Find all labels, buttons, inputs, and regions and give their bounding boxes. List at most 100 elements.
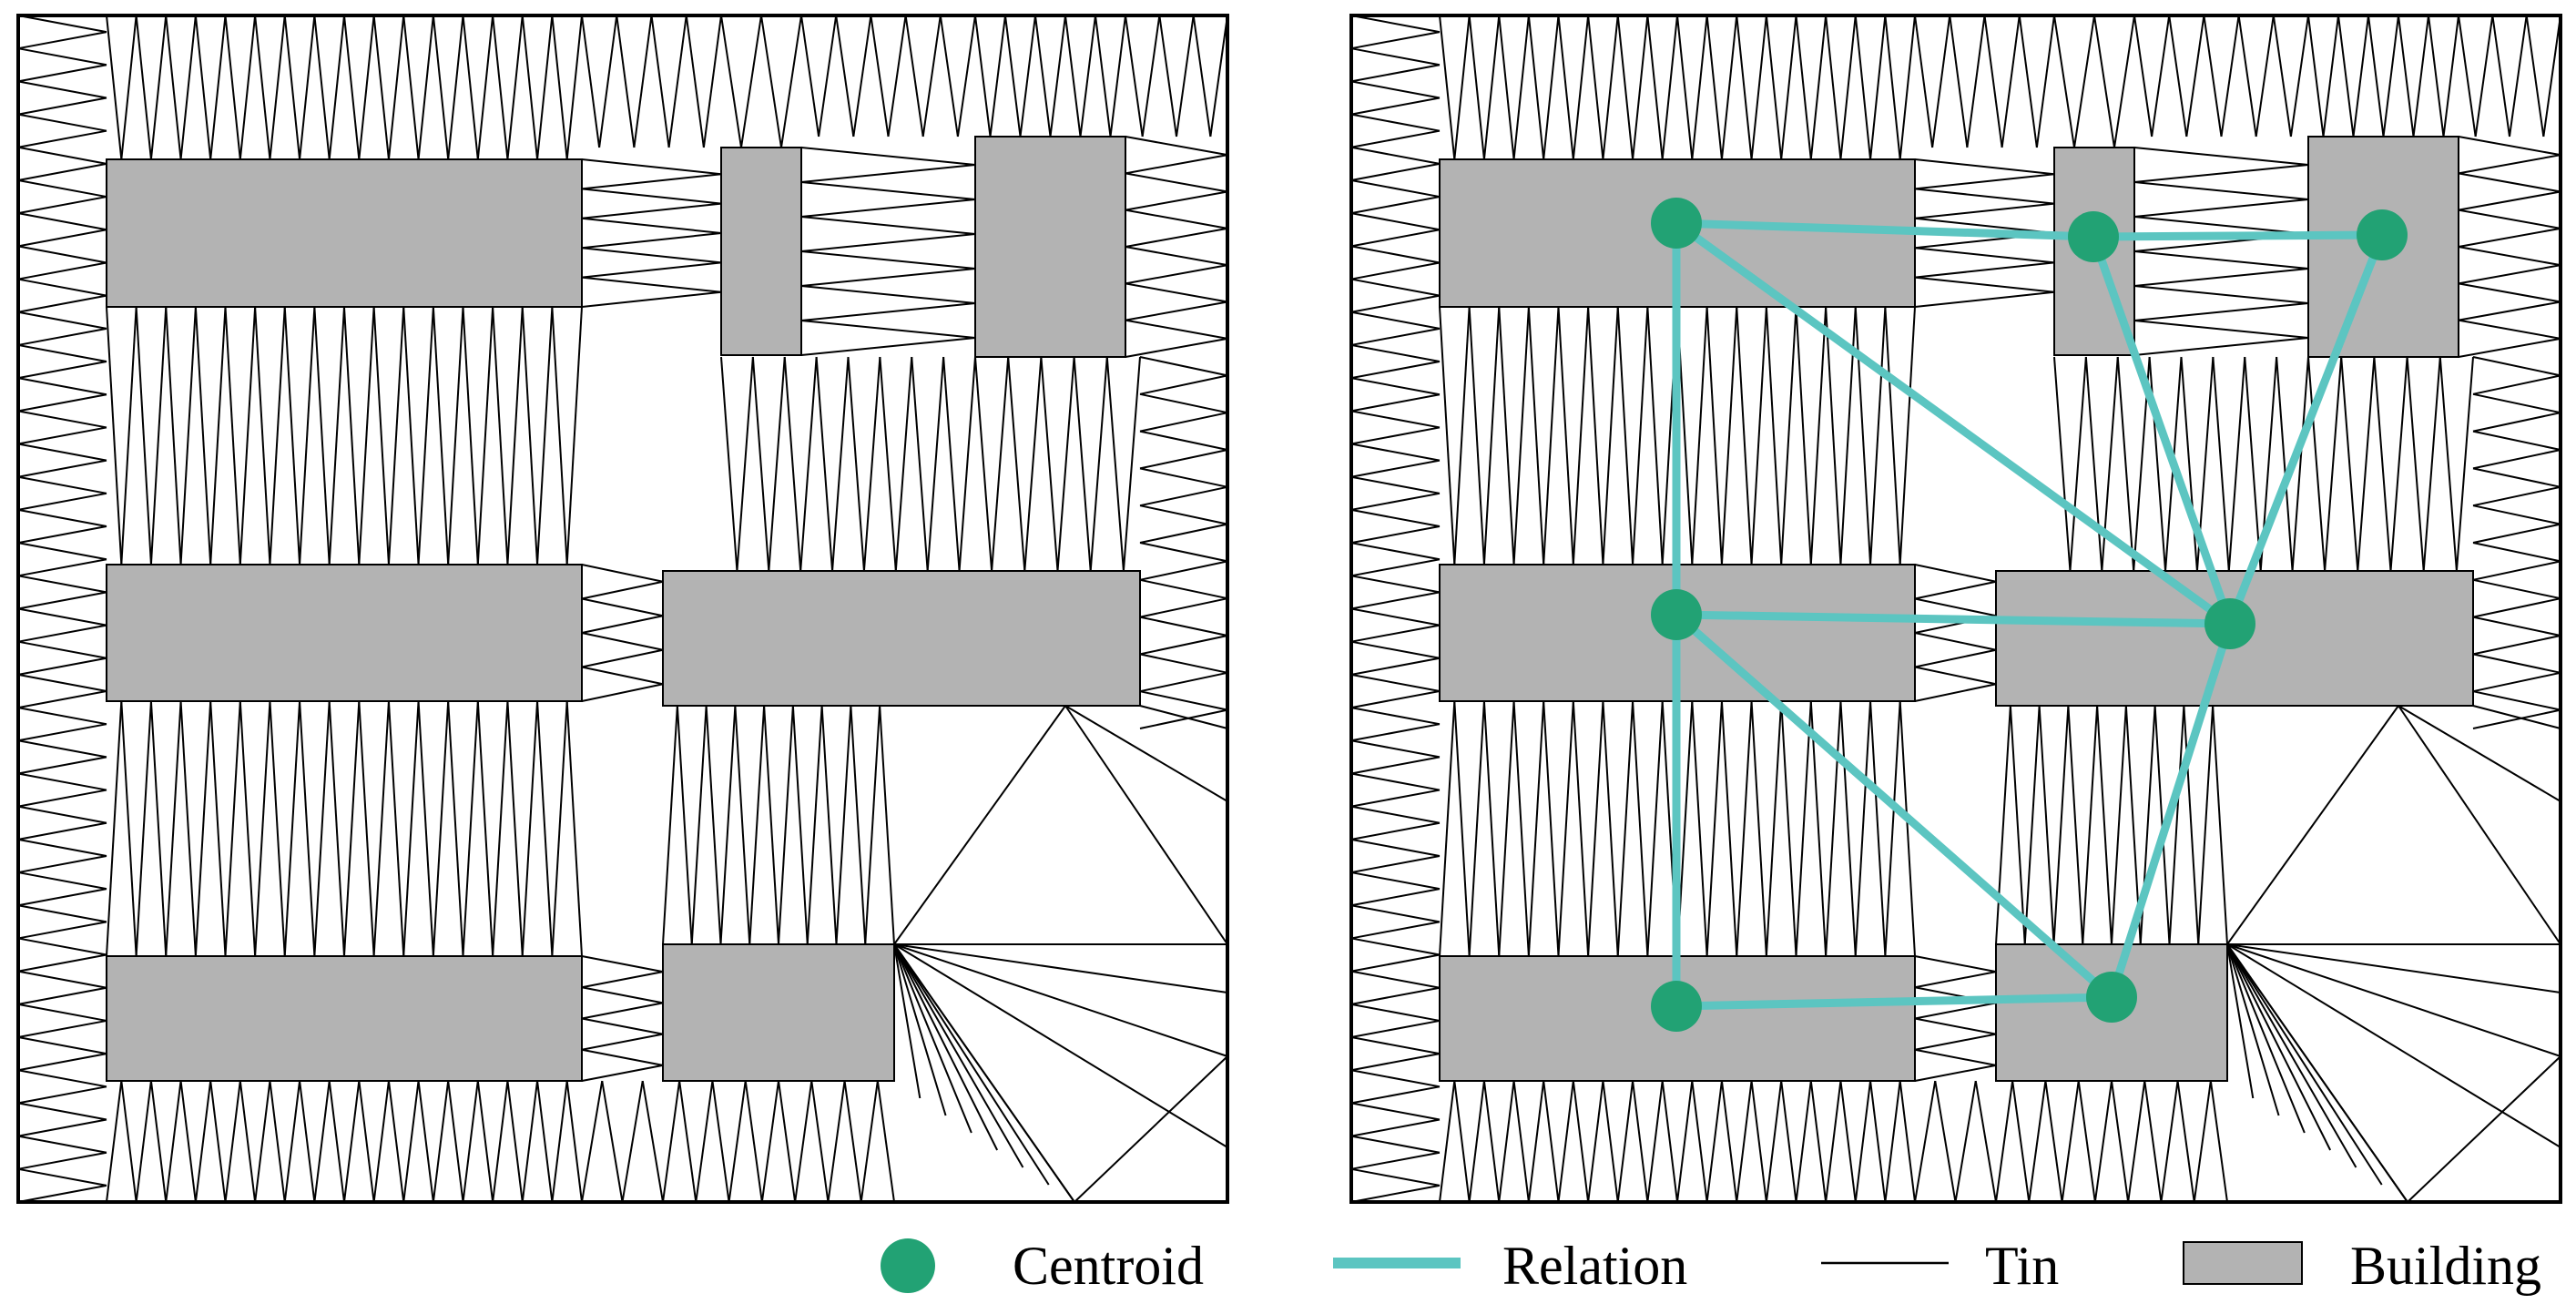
tin-edge	[760, 15, 782, 148]
tin-edge	[343, 1080, 361, 1203]
tin-edge	[1914, 188, 2055, 205]
tin-edge	[1809, 1080, 1828, 1203]
tin-edge	[313, 306, 331, 565]
tin-edge	[800, 233, 976, 252]
tin-edge	[1572, 700, 1590, 957]
tin-edge	[2127, 1080, 2146, 1203]
tin-edge	[1125, 15, 1144, 138]
tin-edge	[417, 306, 434, 565]
tin-edge	[2307, 356, 2327, 572]
legend-tin-label: Tin	[1985, 1236, 2059, 1296]
tin-edge	[17, 690, 107, 709]
tin-edge	[299, 306, 316, 565]
tin-edge	[254, 306, 271, 565]
tin-edge	[2168, 705, 2185, 945]
tin-edge	[1049, 15, 1066, 138]
tin-edge	[17, 393, 107, 413]
tin-edge	[921, 15, 942, 138]
tin-edge	[17, 1151, 107, 1170]
tin-edge	[2133, 285, 2309, 304]
tin-edge	[1543, 306, 1560, 565]
tin-edge	[2398, 705, 2561, 945]
tin-edge	[2472, 542, 2561, 563]
tin-edge	[1572, 15, 1590, 160]
tin-edge	[1616, 1080, 1634, 1203]
tin-edge	[2458, 319, 2561, 340]
tin-edge	[1512, 306, 1530, 565]
tin-edge	[299, 1080, 316, 1203]
tin-edge	[17, 1019, 107, 1039]
tin-edge	[1869, 306, 1887, 565]
tin-edge	[1350, 789, 1441, 808]
tin-edge	[17, 1053, 107, 1072]
tin-edge	[1914, 971, 1997, 989]
tin-edge	[239, 306, 257, 565]
tin-edge	[581, 666, 664, 686]
tin-edge	[2193, 1080, 2212, 1203]
tin-edge	[1139, 392, 1228, 414]
tin-edge	[1809, 15, 1828, 160]
tin-edge	[194, 306, 212, 565]
tin-edge	[1350, 756, 1441, 775]
tin-edge	[2322, 15, 2339, 138]
tin-edge	[2367, 15, 2385, 138]
tin-edge	[2439, 356, 2458, 572]
tin-edge	[893, 943, 1228, 993]
tin-edge	[1498, 306, 1515, 565]
tin-edge	[1557, 15, 1574, 160]
tin-edge	[780, 15, 802, 148]
tin-edge	[1350, 591, 1441, 610]
tin-edge	[2183, 705, 2200, 945]
tin-edge	[417, 15, 434, 160]
tin-edge	[894, 356, 913, 572]
tin-edge	[1934, 1080, 1957, 1203]
tin-edge	[2133, 216, 2309, 235]
tin-edge	[358, 306, 375, 565]
tin-edge	[1527, 306, 1545, 565]
tin-edge	[2406, 356, 2425, 572]
tin-edge	[17, 178, 107, 199]
tin-edge	[1095, 15, 1112, 138]
tin-edge	[1884, 700, 1901, 957]
tin-edge	[1914, 1080, 1937, 1203]
tin-edge	[2458, 190, 2561, 211]
tin-edge	[768, 356, 786, 572]
tin-edge	[2324, 356, 2343, 572]
tin-edge	[343, 700, 361, 957]
tin-edge	[1453, 700, 1471, 957]
left-panel-tin	[16, 14, 1229, 1204]
tin-edge	[1899, 15, 1916, 160]
tin-edge	[2455, 356, 2474, 572]
tin-edge	[1350, 47, 1441, 66]
tin-edge	[1139, 430, 1228, 451]
tin-edge	[1139, 485, 1228, 507]
tin-edge	[2472, 578, 2561, 600]
tin-edge	[17, 607, 107, 627]
tin-edge	[476, 306, 494, 565]
tin-edge	[2542, 15, 2561, 138]
tin-edge	[1125, 246, 1228, 267]
tin-edge	[1125, 172, 1228, 193]
tin-edge	[958, 356, 976, 572]
tin-edge	[2069, 356, 2087, 572]
tin-edge	[447, 306, 464, 565]
tin-edge	[1691, 306, 1708, 565]
tin-edge	[974, 15, 992, 138]
tin-edge	[1869, 700, 1887, 957]
tin-edge	[893, 943, 921, 1099]
tin-edge	[678, 1080, 697, 1203]
tin-edge	[1795, 15, 1812, 160]
tin-edge	[372, 15, 390, 160]
tin-edge	[2472, 374, 2561, 395]
tin-edge	[1587, 306, 1604, 565]
tin-edge	[476, 15, 494, 160]
tin-edge	[1350, 1085, 1441, 1105]
tin-edge	[447, 1080, 464, 1203]
tin-edge	[676, 705, 693, 945]
tin-edge	[2226, 943, 2357, 1168]
tin-edge	[17, 146, 107, 165]
tin-edge	[800, 164, 976, 183]
tin-edge	[149, 700, 168, 957]
tin-edge	[432, 1080, 450, 1203]
tin-edge	[598, 15, 618, 148]
